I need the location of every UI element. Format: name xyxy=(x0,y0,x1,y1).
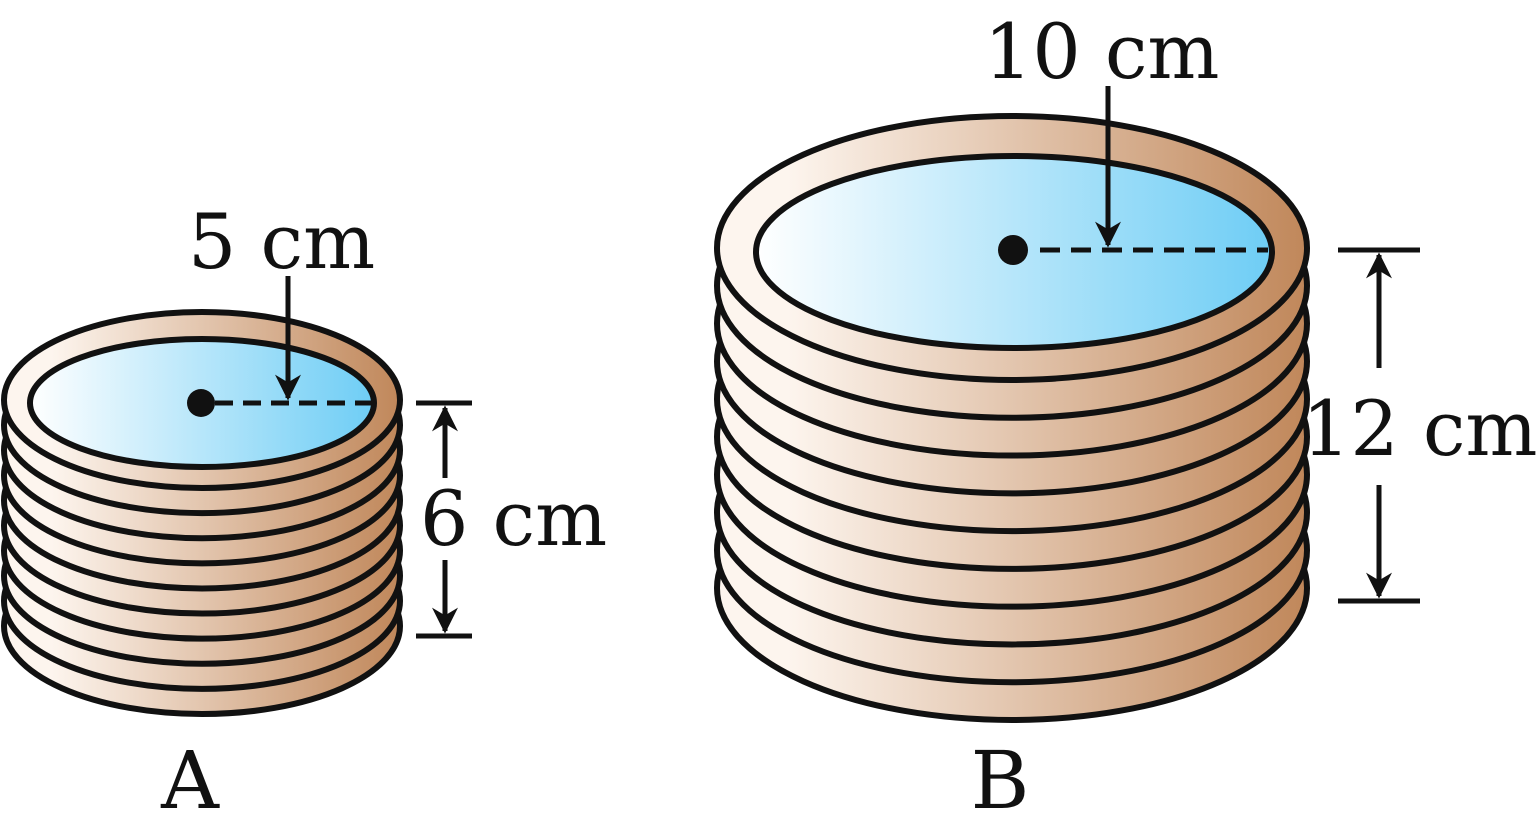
cylinder-a-radius-label: 5 cm xyxy=(188,197,375,286)
cylinder-a: 5 cm 6 cm A xyxy=(1,197,607,827)
cylinder-a-height-label: 6 cm xyxy=(420,474,607,563)
cylinder-a-center-dot xyxy=(187,389,215,417)
cylinder-b-center-dot xyxy=(998,235,1028,265)
cylinder-a-name: A xyxy=(160,734,220,827)
cylinder-b: 10 cm 12 cm B xyxy=(714,7,1538,827)
cylinder-b-height-label: 12 cm xyxy=(1302,384,1538,473)
cylinder-b-radius-label: 10 cm xyxy=(984,7,1220,96)
cylinder-b-name: B xyxy=(971,734,1030,827)
